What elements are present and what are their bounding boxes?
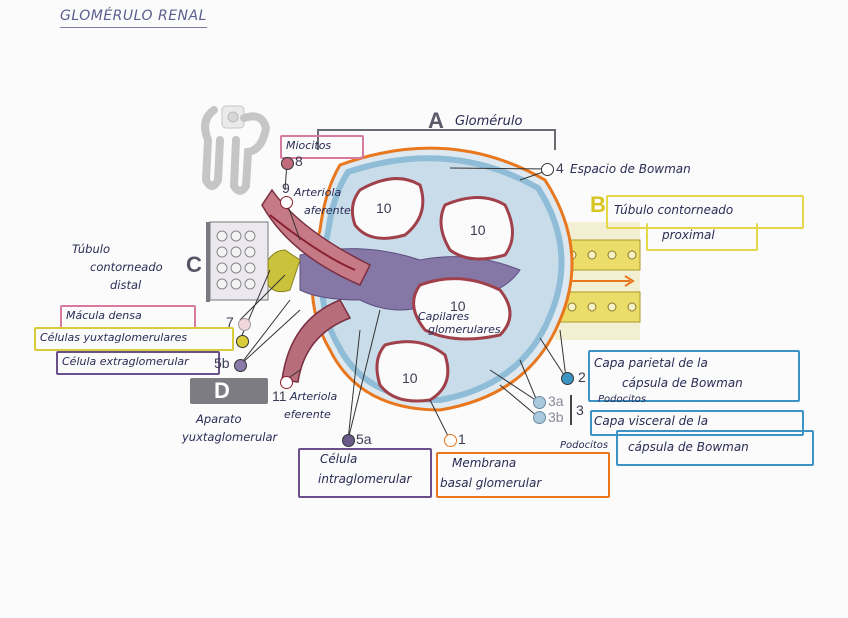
number-7: 7 — [226, 314, 234, 330]
number-8: 8 — [295, 153, 303, 169]
letter-d: D — [214, 378, 230, 403]
box-capa-visceral-1 — [590, 410, 804, 436]
distal-label-3: distal — [110, 278, 142, 292]
podocitos-label-b: Podocitos — [560, 440, 609, 451]
pointer-lines — [239, 161, 567, 441]
intraglomerular-label-1: Célula — [320, 452, 358, 466]
efferent-arteriole — [281, 299, 352, 383]
bracket-c — [206, 222, 210, 302]
number-5a: 5a — [356, 431, 372, 447]
aferente-label-1: Arteriola — [294, 186, 342, 199]
afferent-arteriole — [261, 188, 372, 286]
membrana-label-1: Membrana — [452, 456, 517, 470]
glomerulo-bracket — [317, 129, 556, 150]
marker-4 — [541, 163, 554, 176]
box-membrana-basal — [436, 452, 610, 498]
number-5b: 5b — [214, 355, 230, 371]
podocitos-divider — [570, 395, 572, 425]
marker-11 — [280, 376, 293, 389]
nephron-miniature-icon — [201, 105, 271, 195]
plate-d — [190, 378, 268, 404]
box-capa-visceral-2 — [616, 430, 814, 466]
afferent-arrow — [269, 214, 356, 271]
lumen-10-b: 10 — [470, 222, 486, 238]
number-3b: 3b — [548, 409, 564, 425]
marker-5b — [234, 359, 247, 372]
number-3a: 3a — [548, 393, 564, 409]
proximal-label-2: proximal — [662, 228, 715, 242]
capillary-loops — [350, 177, 514, 403]
intraglomerular-label-2: intraglomerular — [318, 472, 412, 486]
proximal-label-1: Túbulo contorneado — [614, 203, 734, 217]
marker-3a — [533, 396, 546, 409]
box-miocitos — [280, 135, 364, 159]
glomerulo-label: Glomérulo — [455, 114, 523, 129]
letter-a: A — [428, 108, 444, 133]
box-extraglomerular — [56, 351, 220, 375]
number-11: 11 — [272, 388, 287, 404]
box-b-lower — [646, 223, 758, 251]
capa-visceral-label-1: Capa visceral de la — [594, 414, 709, 428]
box-yuxtaglomerulares — [34, 327, 234, 351]
distal-label-1: Túbulo — [72, 242, 110, 256]
box-intraglomerular — [298, 448, 432, 498]
aparato-label-1: Aparato — [196, 412, 242, 426]
number-2: 2 — [578, 369, 586, 385]
miocitos-label: Miocitos — [286, 139, 332, 152]
number-3: 3 — [576, 402, 584, 418]
eferente-label-2: eferente — [284, 408, 331, 421]
box-capa-parietal — [588, 350, 800, 402]
capilares-label-2: glomerulares — [428, 323, 501, 336]
number-4: 4 — [556, 160, 564, 176]
aparato-label-2: yuxtaglomerular — [182, 430, 278, 444]
espacio-bowman-label: Espacio de Bowman — [570, 162, 691, 176]
letter-b: B — [590, 192, 606, 217]
distal-label-2: contorneado — [90, 260, 163, 274]
macula-densa-label: Mácula densa — [66, 309, 142, 322]
page-title: GLOMÉRULO RENAL — [60, 8, 207, 28]
lumen-10-d: 10 — [402, 370, 418, 386]
capa-visceral-label-2: cápsula de Bowman — [628, 440, 749, 454]
marker-6 — [236, 335, 249, 348]
number-9: 9 — [282, 180, 290, 196]
box-b — [606, 195, 804, 229]
membrana-label-2: basal glomerular — [440, 476, 542, 490]
marker-8 — [281, 157, 294, 170]
marker-2 — [561, 372, 574, 385]
extraglomerular-label: Célula extraglomerular — [62, 355, 189, 368]
number-1: 1 — [458, 431, 466, 447]
marker-9 — [280, 196, 293, 209]
capa-parietal-label-2: cápsula de Bowman — [622, 376, 743, 390]
juxtaglomerular-area — [209, 221, 301, 301]
capilares-label-1: Capilares — [418, 310, 470, 323]
lumen-10-c: 10 — [450, 298, 466, 314]
letter-c: C — [186, 252, 202, 277]
marker-1 — [444, 434, 457, 447]
capa-parietal-label-1: Capa parietal de la — [594, 356, 708, 370]
eferente-label-1: Arteriola — [290, 390, 338, 403]
marker-3b — [533, 411, 546, 424]
podocitos-label-a: Podocitos — [598, 394, 647, 405]
marker-7 — [238, 318, 251, 331]
marker-5a — [342, 434, 355, 447]
lumen-10-a: 10 — [376, 200, 392, 216]
yuxtaglomerulares-label: Células yuxtaglomerulares — [40, 331, 188, 344]
aferente-label-2: aferente — [304, 204, 351, 217]
